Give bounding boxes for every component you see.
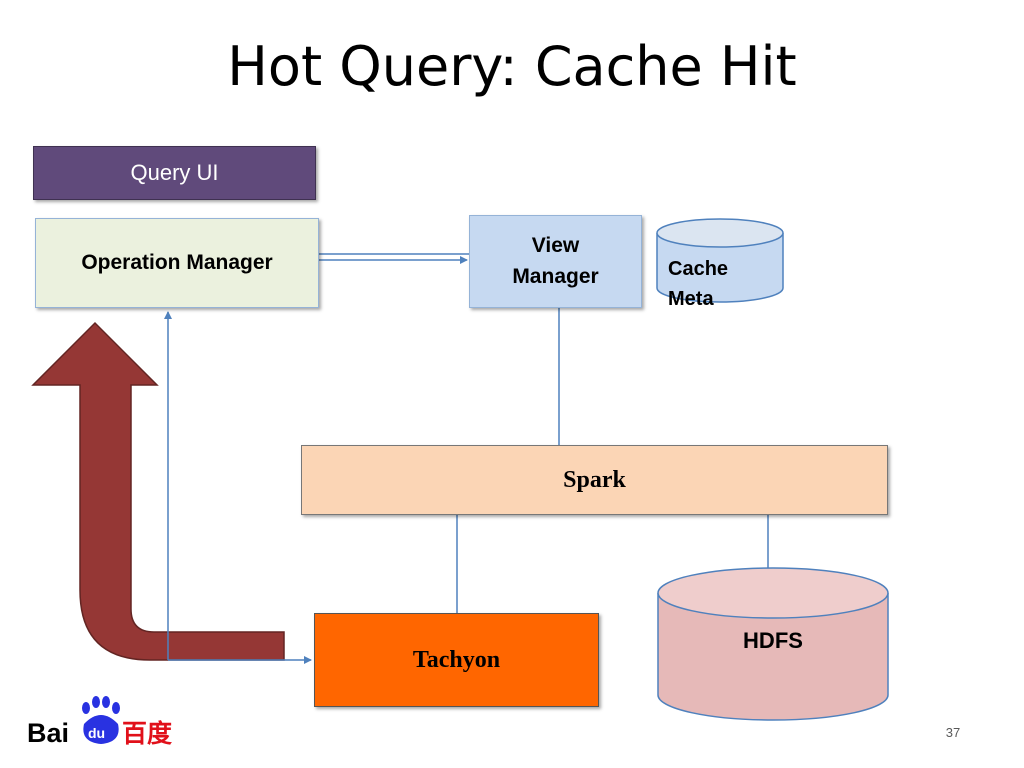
baidu-logo: Bai du 百度 [27,696,172,748]
view-manager-label-line1: View [531,234,580,258]
view-manager-label-line2: Manager [512,264,599,288]
query-ui-box: Query UI [33,146,316,200]
logo-text-left: Bai [27,718,69,748]
logo-text-badge: du [88,725,105,741]
hdfs-cylinder [657,567,889,721]
page-number: 37 [945,725,961,740]
cache-meta-cylinder [656,218,784,303]
logo-text-right: 百度 [122,719,172,748]
cache-meta-label-line2: Meta [668,288,714,310]
cache-meta-label-line1: Cache [668,258,729,280]
spark-label: Spark [563,466,626,493]
hdfs-label: HDFS [743,628,803,653]
view-manager-box: View Manager [469,215,642,308]
operation-manager-box: Operation Manager [35,218,319,308]
slide-title: Hot Query: Cache Hit [227,35,797,98]
tachyon-box: Tachyon [314,613,599,707]
big-return-arrow [31,321,285,661]
operation-manager-label: Operation Manager [81,251,273,274]
cache-meta-label: Cache Meta [668,254,758,314]
spark-box: Spark [301,445,888,515]
query-ui-label: Query UI [130,160,219,185]
tachyon-label: Tachyon [412,646,501,673]
